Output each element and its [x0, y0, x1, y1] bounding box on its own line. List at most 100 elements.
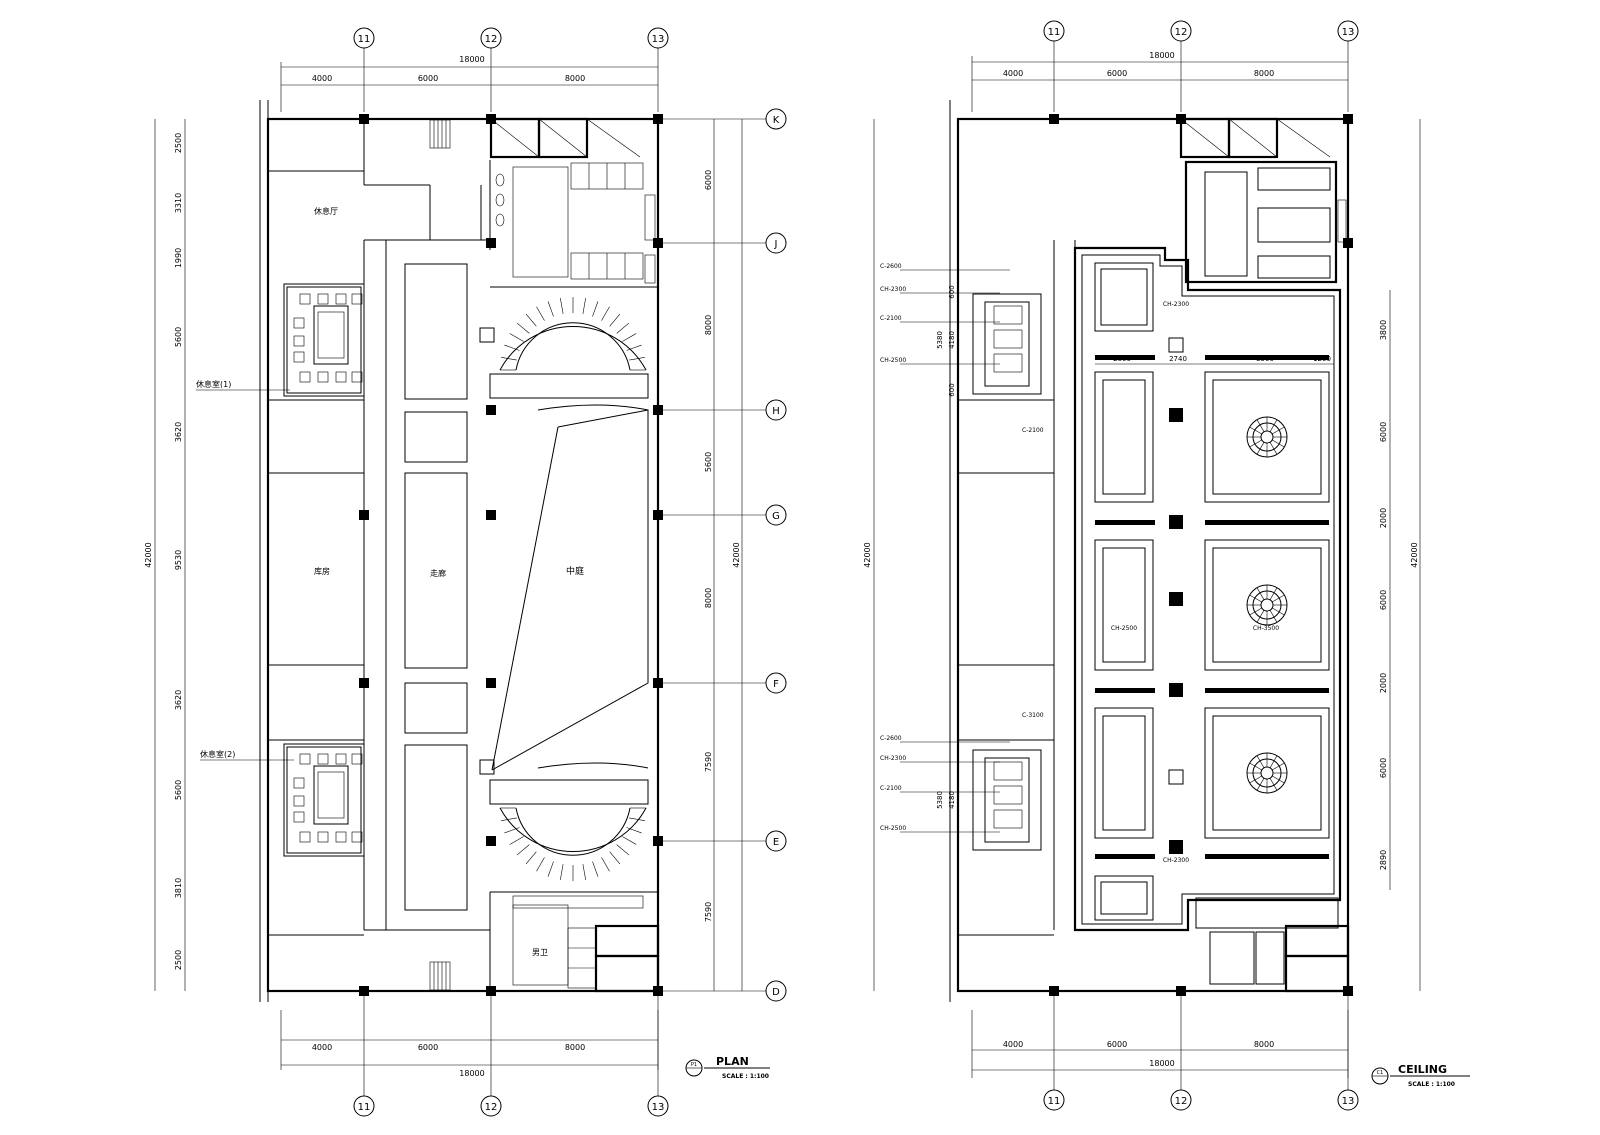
- rosette-petal: [1256, 442, 1265, 455]
- row-bubble-g: G: [772, 511, 780, 522]
- rosette-petal: [1249, 426, 1262, 435]
- plan-title: PLAN: [716, 1055, 749, 1068]
- plan-title-ref: P1: [691, 1062, 697, 1068]
- plan-bottom-dimensions: 4000 6000 8000 18000 11 12 13: [280, 996, 669, 1117]
- plan-right-dim: 7590: [704, 752, 713, 772]
- stair-tread: [509, 333, 524, 342]
- ceiling-grid-top: 11 12 13 18000 4000 6000 8000: [971, 20, 1359, 112]
- plan-meeting-room-bottom: [283, 743, 365, 857]
- plan-left-dim: 3810: [174, 878, 183, 898]
- plan-scale: SCALE : 1:100: [722, 1073, 769, 1080]
- ceil-callout-3: C-2100: [880, 315, 902, 322]
- stair-tread: [609, 851, 621, 865]
- stair-tread: [616, 322, 630, 334]
- plan-bottom-dim-1: 4000: [312, 1043, 332, 1052]
- plan-right-dimensions: 42000 6000 8000 5600 8000 7590 7590: [704, 119, 743, 991]
- ceil-grid-bubble-12: 12: [1175, 27, 1188, 38]
- stair-tread: [582, 298, 586, 314]
- ceil-inner-dims: 2800 2740 3500 1200: [1095, 355, 1334, 365]
- ceil-bottom-dim-3: 8000: [1254, 1040, 1274, 1049]
- ceil-room-dim-1: 5380: [936, 331, 944, 349]
- rosette-petal: [1272, 607, 1285, 616]
- row-bubble-k: K: [773, 115, 780, 126]
- ceil-callout-7: C-2100: [880, 785, 902, 792]
- ceil-right-total: 42000: [1410, 542, 1419, 567]
- stair-tread: [601, 857, 610, 872]
- plan-top-dimensions: 18000 4000 6000 8000: [280, 55, 658, 112]
- ceil-bottom-dim-2: 6000: [1107, 1040, 1127, 1049]
- ceil-room-dims: 5380 4180 600 600 5380 4180: [936, 285, 956, 809]
- stair-tread: [622, 836, 637, 845]
- label-toilet: 男卫: [532, 948, 548, 957]
- plan-meeting-room-top: [283, 283, 365, 397]
- plan-total-dim: 18000: [459, 55, 484, 64]
- plan-right-dim: 8000: [704, 315, 713, 335]
- rosette-petal: [1249, 775, 1262, 784]
- rosette-petal: [1269, 587, 1278, 600]
- stair-tread: [501, 357, 517, 361]
- label-top-room: 休息厅: [314, 206, 338, 216]
- rosette-petal: [1249, 607, 1262, 616]
- plan-left-dim: 5600: [174, 327, 183, 347]
- ceil-grid-bubble-11-bottom: 11: [1048, 1096, 1061, 1107]
- plan-interior-walls: [268, 119, 658, 991]
- stair-tread: [536, 857, 545, 872]
- ceil-left-coffers: [1094, 371, 1154, 839]
- plan-left-dim: 3620: [174, 690, 183, 710]
- rosette-petal: [1249, 594, 1262, 603]
- ceil-small-coffers: [1094, 262, 1154, 921]
- rosette-petal: [1269, 419, 1278, 432]
- stair-tread: [626, 344, 642, 351]
- plan-left-dim: 5600: [174, 780, 183, 800]
- stair-tread: [582, 864, 586, 880]
- plan-left-dim: 2500: [174, 950, 183, 970]
- stair-tread: [592, 861, 599, 877]
- ceil-left-dimensions: 42000: [863, 119, 875, 991]
- rosette-petal: [1256, 587, 1265, 600]
- ceil-left-rooms: [958, 240, 1076, 936]
- ceil-label-3: CH-3500: [1253, 625, 1279, 632]
- ceil-title-block: C1 CEILING SCALE : 1:100: [1371, 1063, 1470, 1088]
- callout-room-1: 休息室(1): [196, 379, 231, 389]
- ceil-right-dim: 2000: [1379, 508, 1388, 528]
- ceil-big-coffers: [1204, 371, 1330, 839]
- ceil-left-total: 42000: [863, 542, 872, 567]
- ceil-right-dim: 6000: [1379, 590, 1388, 610]
- ceil-grid-bubble-13: 13: [1342, 27, 1355, 38]
- rosette-petal: [1256, 610, 1265, 623]
- ceil-dim-1: 4000: [1003, 69, 1023, 78]
- rosette: [1260, 430, 1274, 444]
- rosette-petal: [1269, 442, 1278, 455]
- plan-left-dim: 3620: [174, 422, 183, 442]
- stair-tread: [547, 861, 554, 877]
- plan-drawing: 11 12 13 18000 4000 6000 8000 42000: [144, 27, 787, 1117]
- ceil-dim-3: 8000: [1254, 69, 1274, 78]
- plan-dim-2: 6000: [418, 74, 438, 83]
- ceil-room-dim-3: 600: [948, 285, 956, 298]
- plan-small-stair-top: [429, 119, 451, 149]
- ceiling-drawing: 11 12 13 18000 4000 6000 8000 42000 4200…: [863, 20, 1470, 1111]
- stair-tread: [560, 864, 564, 880]
- ceil-toilet-top: [1184, 160, 1347, 284]
- ceil-inner-dim-4: 1200: [1313, 355, 1331, 363]
- rosette-petal: [1269, 755, 1278, 768]
- plan-bottom-dim-2: 6000: [418, 1043, 438, 1052]
- ceil-right-dimensions: 42000 3800 6000 2000 6000 2000 6000 2890: [1379, 119, 1421, 991]
- ceil-inner-dim-1: 2800: [1113, 355, 1131, 363]
- grid-bubble-12-bottom: 12: [485, 1102, 498, 1113]
- grid-bubble-13-bottom: 13: [652, 1102, 665, 1113]
- ceil-room-dim-5: 5380: [936, 791, 944, 809]
- stair-tread: [592, 301, 599, 317]
- rosette-petal: [1272, 775, 1285, 784]
- label-hall: 中庭: [566, 565, 584, 577]
- rosette: [1260, 766, 1274, 780]
- plan-title-block: P1 PLAN SCALE : 1:100: [685, 1055, 770, 1080]
- rosette-petal: [1272, 762, 1285, 771]
- ceil-label-6: C-3100: [1022, 712, 1044, 719]
- rosette: [1260, 598, 1274, 612]
- ceil-dim-2: 6000: [1107, 69, 1127, 78]
- ceil-grid-bubble-11: 11: [1048, 27, 1061, 38]
- ceil-bottom-total: 18000: [1149, 1059, 1174, 1068]
- ceil-title-ref: C1: [1377, 1070, 1384, 1076]
